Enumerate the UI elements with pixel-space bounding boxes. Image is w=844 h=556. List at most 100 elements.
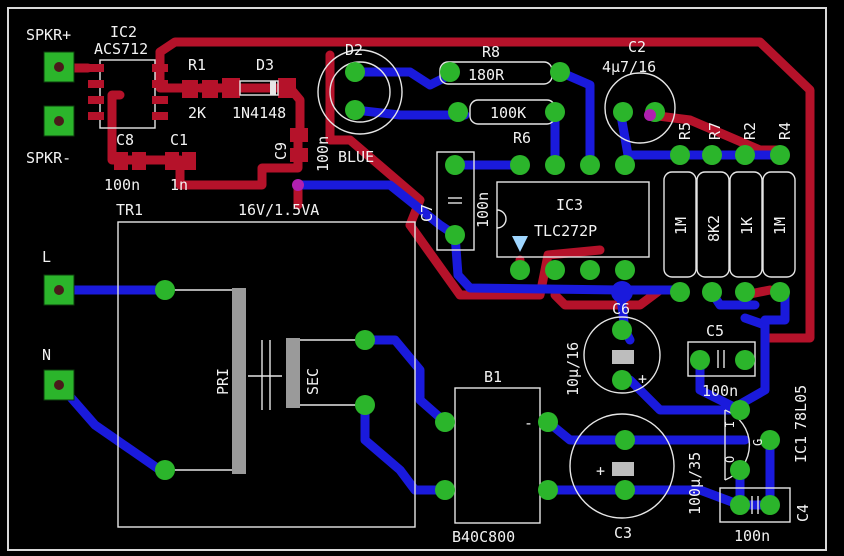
label-ic3-value: TLC272P	[534, 222, 597, 240]
label-c3-plus: +	[596, 462, 605, 480]
c2-pad-plus	[613, 102, 633, 122]
label-r7-value: 8K2	[705, 215, 723, 242]
label-ic1-value: 78L05	[792, 385, 810, 430]
r1-pad-b	[202, 80, 218, 98]
n-drill	[54, 380, 64, 390]
ic3-pin-3	[580, 260, 600, 280]
bottom-trace-n	[55, 380, 165, 475]
ic1-pad-i	[730, 400, 750, 420]
d2-pad-b	[345, 100, 365, 120]
c9-pad-b	[290, 148, 308, 162]
r7-pad-b	[702, 282, 722, 302]
ic2-pad-7	[152, 96, 168, 104]
r4-body	[762, 171, 796, 278]
tr1-body	[117, 221, 416, 528]
board-outline	[7, 7, 827, 551]
label-ic3-ref: IC3	[556, 196, 583, 214]
ic3-pin-6	[580, 155, 600, 175]
bottom-trace-c6-c5	[625, 313, 770, 415]
drill-holes	[54, 62, 64, 390]
ic2-pad-8	[152, 112, 168, 120]
d2-inner	[329, 61, 391, 123]
label-neutral: N	[42, 346, 51, 364]
label-c7-value: 100n	[474, 192, 492, 228]
r5-pad-b	[670, 282, 690, 302]
label-d3-ref: D3	[256, 56, 274, 74]
r8-pad-b	[550, 62, 570, 82]
bottom-trace-sec-top	[360, 335, 450, 427]
label-r4-ref: R4	[776, 122, 794, 140]
c5-pad-a	[690, 350, 710, 370]
label-r5-ref: R5	[676, 122, 694, 140]
tr1-pad-sec-a	[355, 330, 375, 350]
r2-pad-a	[735, 145, 755, 165]
bottom-trace-r-right	[760, 287, 790, 325]
d2-pad-a	[345, 62, 365, 82]
label-r6-ref: R6	[513, 129, 531, 147]
label-tr1-ref: TR1	[116, 201, 143, 219]
d3-pad-a	[222, 78, 240, 98]
label-ic1-pin-i: I	[723, 421, 737, 428]
round-pads	[155, 62, 790, 515]
bottom-trace-d2-r8	[350, 67, 455, 90]
label-c6-ref: C6	[612, 300, 630, 318]
spkr-plus-drill	[54, 62, 64, 72]
label-b1-value: B40C800	[452, 528, 515, 546]
label-c6-plus: +	[638, 370, 647, 388]
label-c4-value: 100n	[734, 527, 770, 545]
bottom-trace-c2	[615, 105, 685, 160]
label-c4-ref: C4	[794, 504, 812, 522]
label-c9-ref: C9	[272, 142, 290, 160]
tr1-secondary-winding	[286, 338, 300, 408]
label-c5-value: 100n	[702, 382, 738, 400]
top-trace-c1-c9	[175, 137, 303, 190]
tr1-pad-pri-a	[155, 280, 175, 300]
r6-pad-a	[448, 102, 468, 122]
c7-body	[436, 151, 475, 251]
ic2-pad-6	[152, 80, 168, 88]
label-r1-ref: R1	[188, 56, 206, 74]
r2-pad-b	[735, 282, 755, 302]
r1-pad-a	[182, 80, 198, 98]
r7-pad-a	[702, 145, 722, 165]
spkr-minus-drill	[54, 116, 64, 126]
c6-outline	[583, 316, 661, 394]
ic1-pad-o	[730, 460, 750, 480]
bottom-trace-c7-down	[450, 230, 685, 295]
bottom-trace-b1-minus	[543, 417, 750, 445]
tr1-pad-pri-b	[155, 460, 175, 480]
c7-pad-b	[445, 225, 465, 245]
r8-pad-a	[440, 62, 460, 82]
ic2-pad-1	[88, 64, 104, 72]
r4-pad-b	[770, 282, 790, 302]
d2-outline	[317, 49, 403, 135]
label-ic2-value: ACS712	[94, 40, 148, 58]
b1-pad-4	[538, 480, 558, 500]
ic3-pin-5	[615, 155, 635, 175]
r2-body	[729, 171, 763, 278]
r6-pad-b	[545, 102, 565, 122]
vias	[292, 109, 656, 191]
ic3-pin-2	[545, 260, 565, 280]
label-r8-value: 180R	[468, 66, 505, 84]
ic3-pin-8	[510, 155, 530, 175]
label-line: L	[42, 248, 51, 266]
label-tr1-pri: PRI	[214, 368, 232, 395]
d3-cathode-band	[270, 81, 276, 95]
c3-pad-a	[615, 430, 635, 450]
label-r2-value: 1K	[738, 217, 756, 235]
c2-outline	[604, 72, 676, 144]
label-c7-ref: C7	[418, 204, 436, 222]
tr1-primary-winding	[232, 288, 246, 474]
tr1-pad-sec-b	[355, 395, 375, 415]
r5-body	[663, 171, 697, 278]
label-c1-ref: C1	[170, 131, 188, 149]
c8-pad-b	[132, 152, 146, 170]
top-trace-d2	[325, 50, 605, 300]
bottom-trace-sec-bottom	[360, 400, 450, 495]
label-c2-value: 4µ7/16	[602, 58, 656, 76]
ic1-pad-g	[760, 430, 780, 450]
d3-pad-b	[278, 78, 296, 98]
